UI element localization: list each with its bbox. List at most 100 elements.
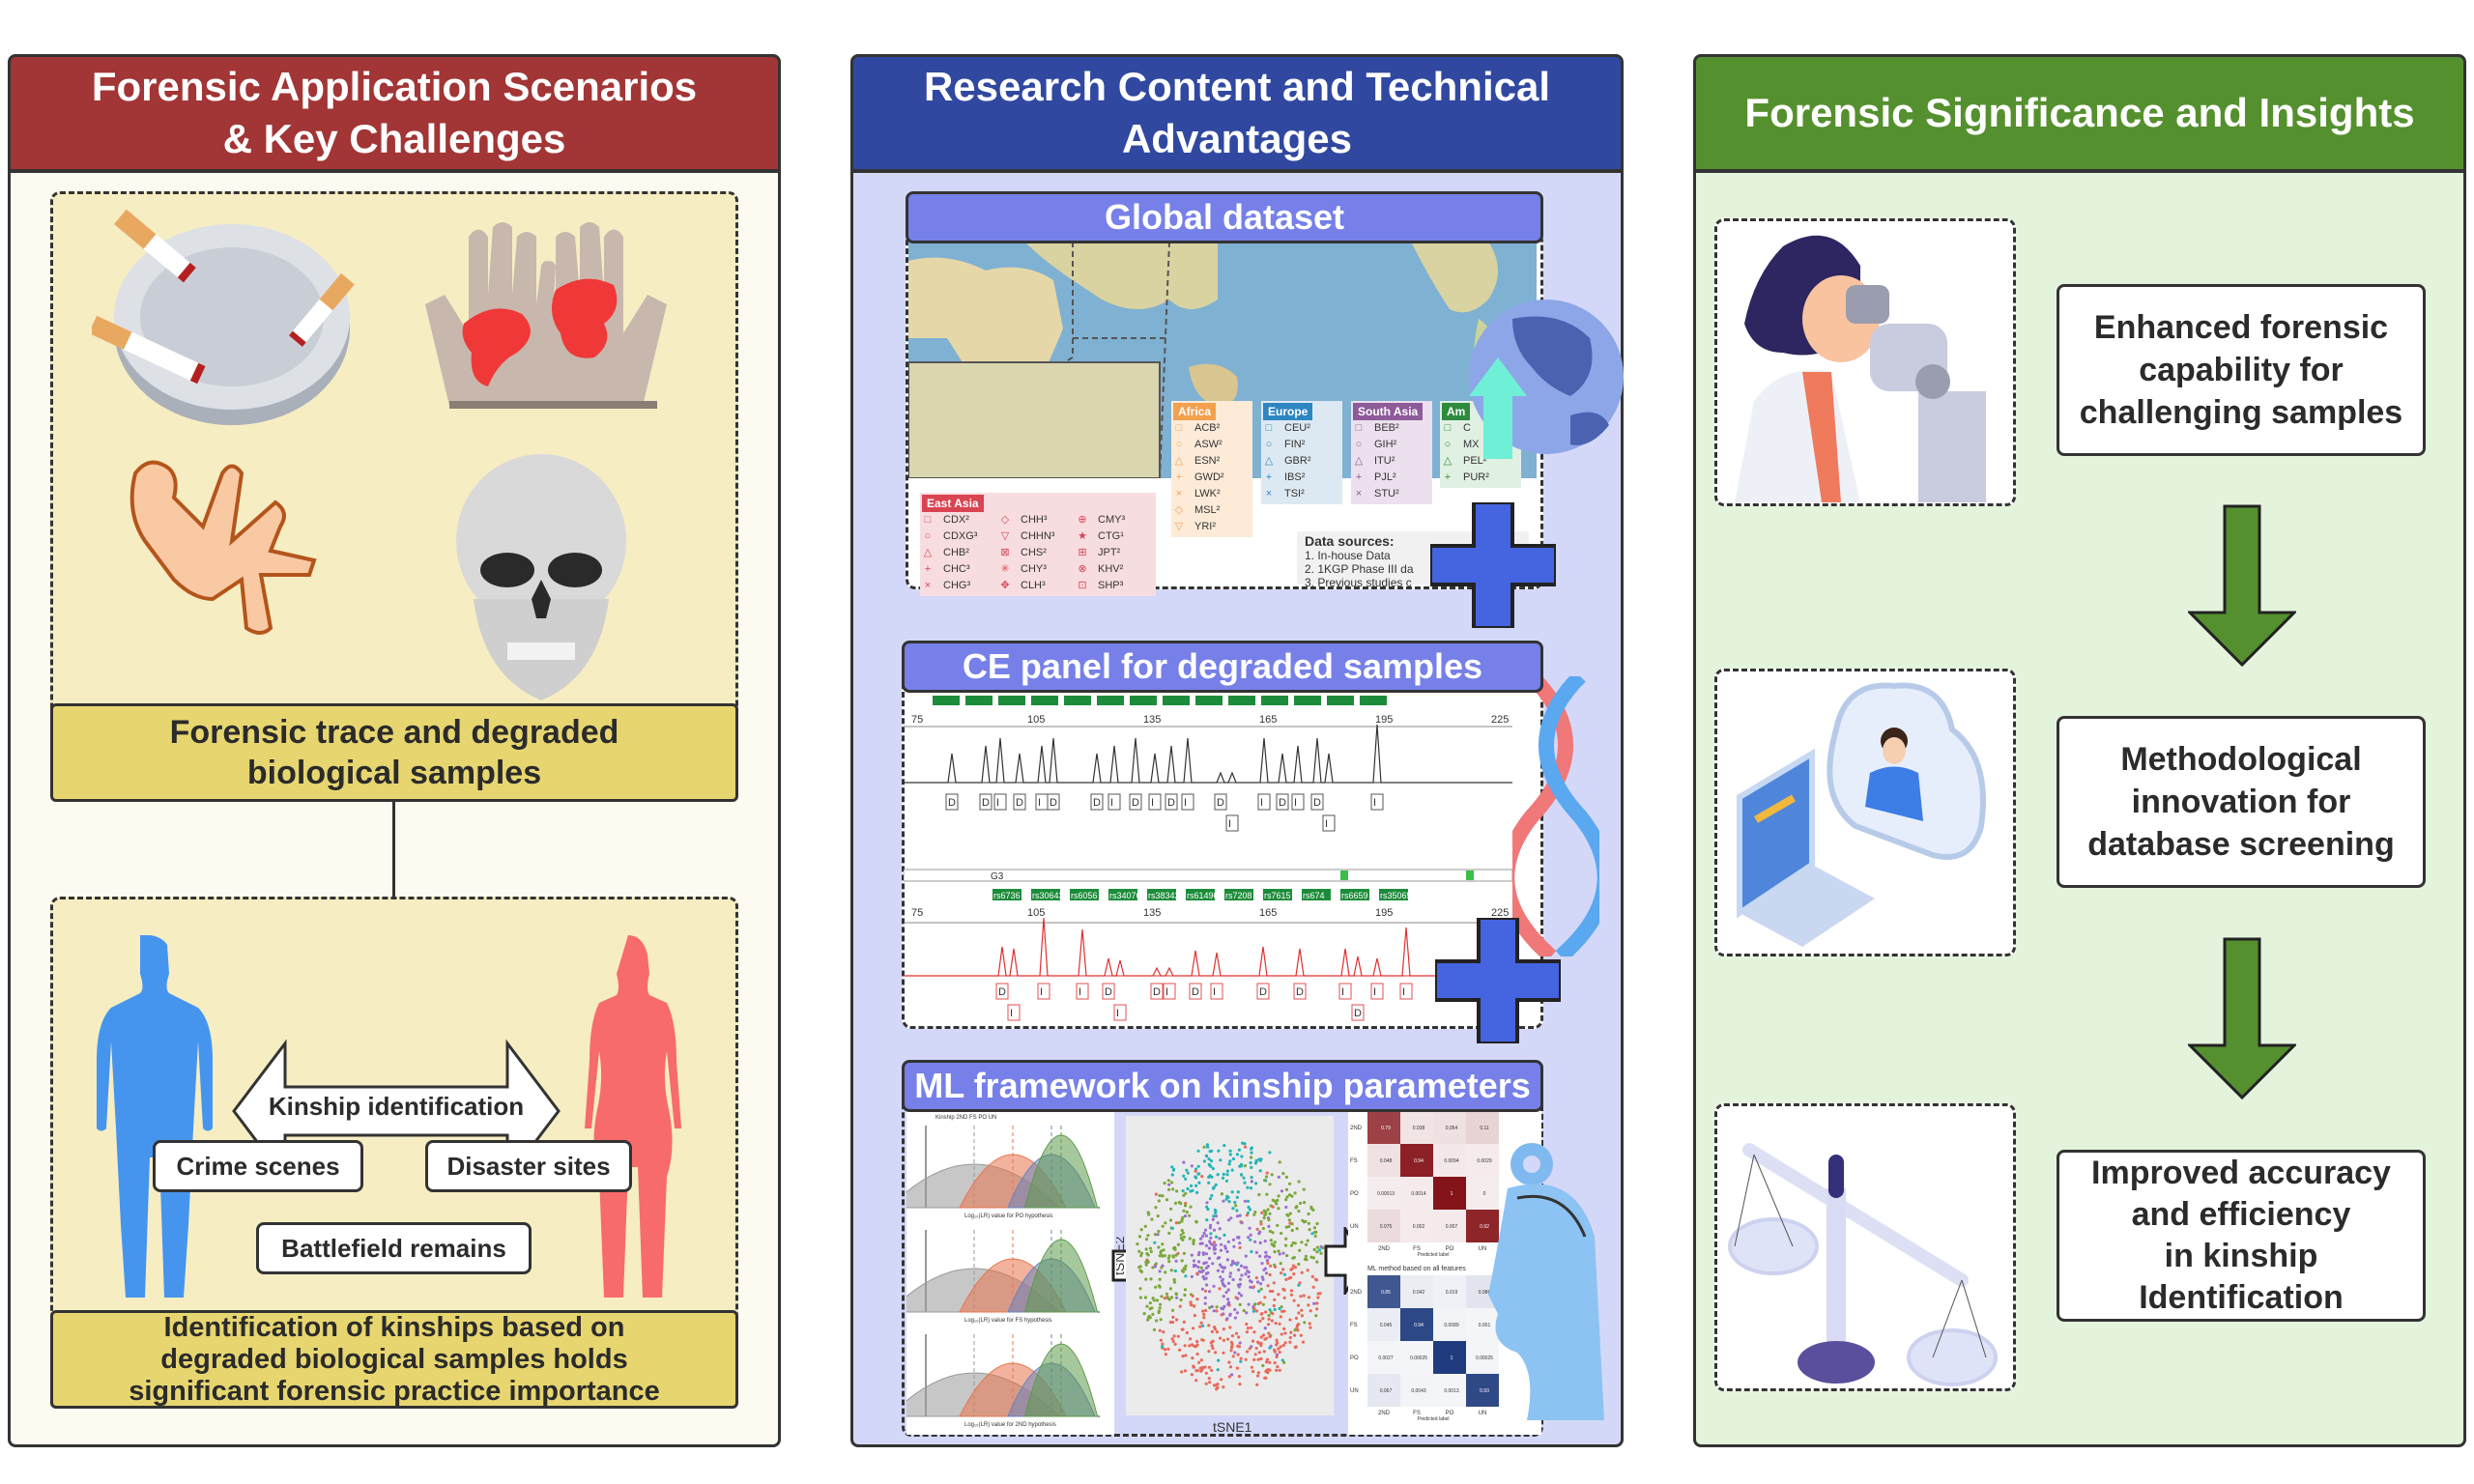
legend-label: CLH³ — [1021, 580, 1046, 591]
track-marker — [1466, 870, 1474, 880]
legend-item: +PJL² — [1353, 470, 1430, 486]
tsne-point — [1179, 1237, 1183, 1241]
tsne-point — [1157, 1229, 1161, 1234]
marker-box — [998, 696, 1025, 705]
allele-call-box — [1007, 1004, 1021, 1021]
tsne-point — [1167, 1231, 1171, 1235]
legend-label: KHV² — [1098, 563, 1124, 575]
cm-cell — [1433, 1275, 1466, 1308]
tsne-point — [1136, 1242, 1139, 1246]
axis-tick-label: 135 — [1143, 907, 1161, 919]
legend-symbol-icon: ★ — [1078, 530, 1087, 542]
tsne-point — [1314, 1314, 1318, 1318]
marker-box — [933, 696, 960, 705]
tsne-point — [1207, 1365, 1212, 1369]
allele-call-box — [1338, 983, 1352, 1000]
tsne-point — [1268, 1183, 1272, 1186]
cm-col-label: FS — [1413, 1411, 1421, 1416]
tsne-point — [1182, 1209, 1186, 1213]
legend-item: □C — [1442, 420, 1519, 437]
tsne-point — [1151, 1312, 1155, 1316]
tsne-point — [1222, 1199, 1225, 1203]
legend-item: ×CHG³ — [922, 578, 999, 594]
tsne-point — [1292, 1298, 1296, 1302]
allele-call-label: D — [1132, 797, 1139, 809]
legend-symbol-icon: + — [1444, 471, 1452, 483]
tsne-point — [1312, 1301, 1316, 1305]
legend-item: ○CDXG³ — [922, 528, 999, 545]
tsne-point — [1169, 1269, 1173, 1272]
tsne-point — [1267, 1331, 1271, 1335]
tsne-point — [1263, 1213, 1267, 1217]
tsne-point — [1166, 1347, 1170, 1351]
tsne-point — [1154, 1285, 1158, 1289]
tsne-point — [1211, 1339, 1215, 1343]
cm-cell — [1367, 1177, 1400, 1210]
tsne-point — [1249, 1160, 1252, 1165]
ashtray-cigarettes-icon — [92, 209, 355, 425]
tsne-point — [1201, 1309, 1205, 1313]
allele-call-label: I — [1040, 986, 1043, 998]
tsne-point — [1190, 1164, 1194, 1168]
tsne-point — [1200, 1287, 1204, 1291]
tsne-point — [1144, 1277, 1148, 1281]
tsne-point — [1297, 1262, 1301, 1267]
tsne-point — [1228, 1274, 1232, 1278]
tsne-point — [1196, 1164, 1200, 1168]
cm-value: 0.79 — [1381, 1126, 1391, 1131]
tsne-point — [1181, 1231, 1185, 1235]
allele-call-label: D — [1167, 797, 1175, 809]
legend-east-asia-title: East Asia — [922, 495, 984, 512]
marker-box — [1224, 889, 1253, 900]
tsne-point — [1170, 1165, 1174, 1169]
tsne-point — [1244, 1357, 1248, 1361]
insight-1-line3: challenging samples — [2079, 394, 2403, 431]
tsne-point — [1194, 1369, 1198, 1373]
tsne-point — [1256, 1357, 1260, 1361]
ai-head-gears-icon — [1488, 1143, 1604, 1420]
insight-2-line3: database screening — [2087, 826, 2395, 863]
tsne-point — [1235, 1195, 1239, 1199]
tsne-point — [1261, 1333, 1266, 1337]
cm-cell — [1400, 1111, 1433, 1144]
tsne-point — [1200, 1365, 1204, 1369]
legend-symbol-icon: △ — [1264, 455, 1274, 467]
tsne-point — [1148, 1246, 1153, 1250]
insight-2-line1: Methodological — [2120, 741, 2362, 778]
tsne-point — [1311, 1285, 1315, 1289]
legend-item: □ACB² — [1173, 420, 1251, 437]
tsne-point — [1188, 1237, 1192, 1241]
tsne-point — [1205, 1155, 1209, 1158]
tsne-point — [1194, 1169, 1197, 1173]
cm-cell — [1466, 1341, 1499, 1374]
tsne-point — [1208, 1226, 1212, 1230]
tsne-point — [1290, 1267, 1294, 1270]
tsne-point — [1171, 1339, 1175, 1343]
tsne-point — [1261, 1317, 1265, 1321]
legend-item: ▽CHHN³ — [999, 528, 1077, 545]
tsne-point — [1209, 1223, 1213, 1227]
tsne-point — [1299, 1201, 1303, 1205]
tsne-point — [1242, 1309, 1246, 1313]
tsne-point — [1278, 1368, 1281, 1372]
tsne-point — [1205, 1205, 1209, 1209]
allele-call-label: I — [1325, 818, 1328, 830]
tsne-point — [1153, 1241, 1157, 1244]
tsne-point — [1252, 1213, 1256, 1216]
tsne-point — [1173, 1342, 1177, 1346]
tsne-point — [1167, 1260, 1171, 1264]
tsne-point — [1250, 1180, 1253, 1184]
tsne-point — [1226, 1300, 1231, 1304]
allele-call-box — [1102, 983, 1115, 1000]
tsne-point — [1172, 1334, 1176, 1338]
insight-1-line1: Enhanced forensic — [2093, 309, 2389, 346]
allele-call-box — [1256, 983, 1270, 1000]
tsne-point — [1253, 1211, 1257, 1214]
cm-cell — [1433, 1308, 1466, 1341]
tsne-point — [1253, 1161, 1257, 1165]
allele-call-box — [993, 793, 1007, 811]
tsne-point — [1212, 1384, 1217, 1387]
cm-cell — [1433, 1177, 1466, 1210]
tsne-point — [1202, 1316, 1206, 1320]
tsne-point — [1262, 1216, 1266, 1220]
